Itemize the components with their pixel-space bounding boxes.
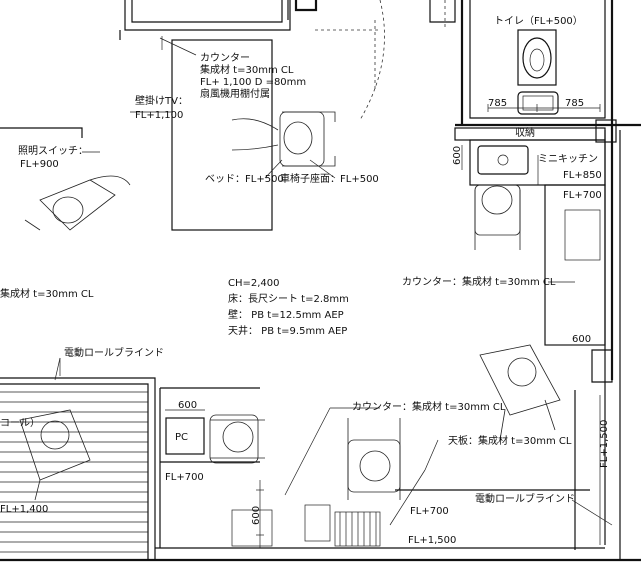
call-partial-label: コール） [0, 417, 40, 429]
dim-600-kitchen: 600 [452, 146, 463, 165]
blind-left-label: 電動ロールブラインド [64, 346, 164, 359]
wall-tv-height: FL+1,100 [135, 110, 183, 121]
storage-label: 収納 [515, 126, 535, 139]
blind-bottom-label: 電動ロールブラインド [475, 492, 575, 505]
light-switch-height: FL+900 [20, 159, 59, 170]
wheelchair-figure-right [479, 344, 561, 441]
dim-785-left: 785 [488, 98, 507, 109]
counter-top-label-3: FL+ 1,100 D =80mm [200, 77, 306, 88]
wheelchair-figure-bed [231, 111, 336, 167]
fl-1500-vertical-label: FL+1,500 [599, 420, 610, 468]
room-ch-label: CH=2,400 [228, 278, 280, 289]
counter-top-label-4: 扇風機用棚付属 [200, 87, 270, 100]
desk-area [160, 390, 601, 550]
mini-kitchen-label: ミニキッチン [538, 153, 598, 165]
room-floor-label: 床：長尺シート t=2.8mm [228, 292, 349, 305]
counter-right-label: カウンター：集成材 t=30mm CL [402, 275, 556, 288]
wheelchair-figure-pc [209, 414, 265, 464]
counter-top-label-1: カウンター [200, 52, 250, 64]
wheelchair-figure-window [19, 409, 91, 501]
toilet-label: トイレ（FL+500） [494, 15, 583, 27]
fl-850-label: FL+850 [563, 170, 602, 181]
top-board-label: 天板：集成材 t=30mm CL [448, 434, 572, 447]
fl-700-pc-label: FL+700 [165, 472, 204, 483]
dim-600-right: 600 [572, 334, 591, 345]
bed [161, 36, 273, 231]
counter-center-label: カウンター：集成材 t=30mm CL [352, 400, 506, 413]
pc-label: PC [175, 432, 188, 443]
fl-700-bottom-label: FL+700 [410, 506, 449, 517]
fl-1400-label: FL+1,400 [0, 504, 48, 515]
left-counter-label: 集成材 t=30mm CL [0, 287, 94, 300]
leader-lines [54, 37, 613, 526]
wheelchair-seat-label: 車椅子座面：FL+500 [280, 172, 379, 185]
dim-600-vertical: 600 [251, 506, 262, 525]
right-counter [544, 184, 606, 346]
room-wall-label: 壁： PB t=12.5mm AEP [228, 308, 344, 321]
wheelchair-figure-center [347, 418, 401, 500]
mini-kitchen [454, 119, 617, 186]
wheelchair-figure-left [24, 175, 131, 231]
toilet-fixtures [487, 29, 601, 115]
bed-label: ベッド：FL+500 [205, 173, 284, 185]
fl-1500-bottom-label: FL+1,500 [408, 535, 456, 546]
dim-785-right: 785 [565, 98, 584, 109]
light-switch-label: 照明スイッチ： [18, 145, 88, 157]
fl-700-right-label: FL+700 [563, 190, 602, 201]
blind-hatching-left [0, 391, 148, 553]
dim-600-pc: 600 [178, 400, 197, 411]
wheelchair-figure-kitchen [474, 184, 521, 250]
counter-top-label-2: 集成材 t=30mm CL [200, 63, 294, 76]
wall-tv-label: 壁掛けTV： [135, 94, 188, 107]
door-swings [315, 0, 446, 121]
room-ceiling-label: 天井： PB t=9.5mm AEP [228, 324, 347, 337]
